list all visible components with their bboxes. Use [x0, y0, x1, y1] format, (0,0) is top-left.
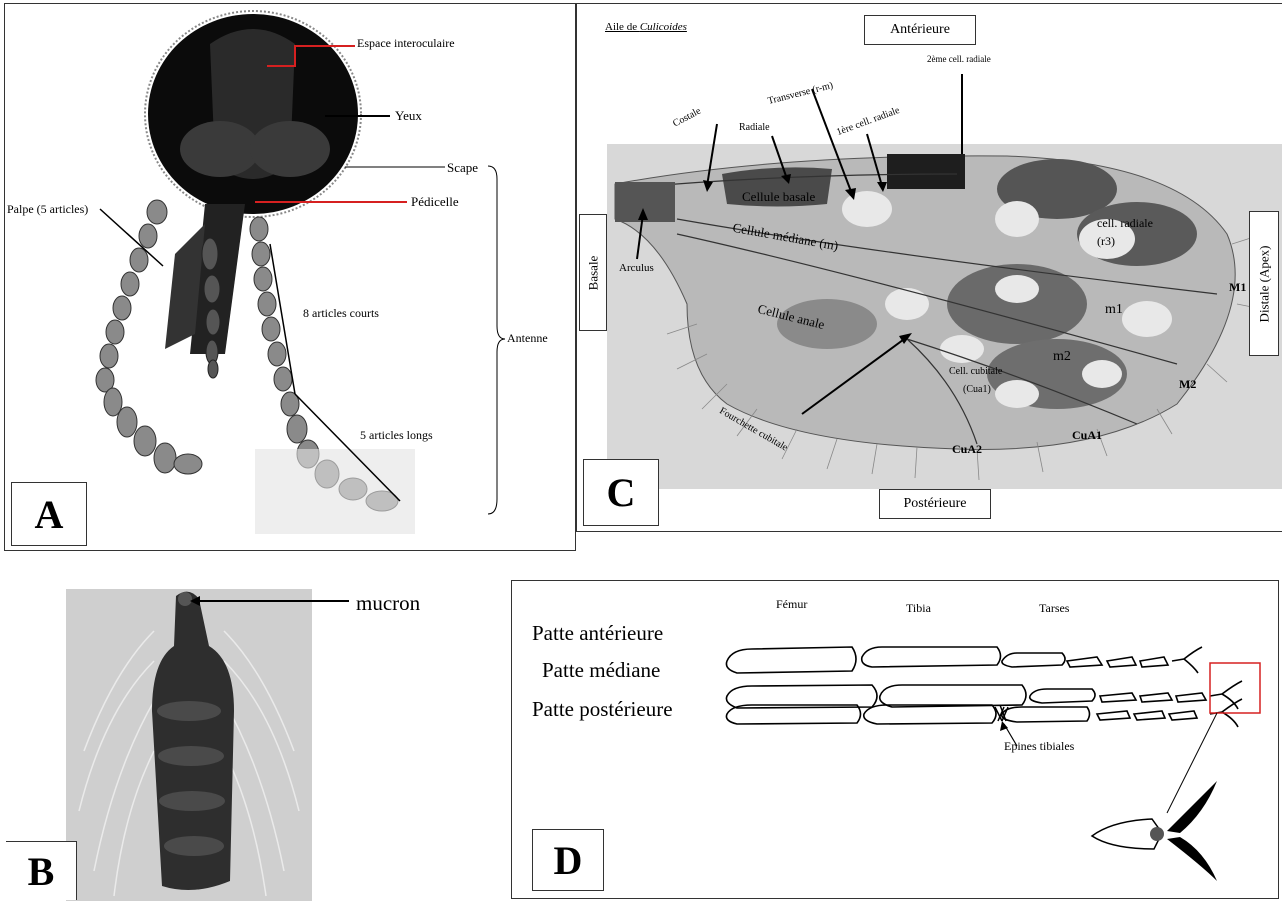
panel-b-pupa-drawing: [4, 551, 504, 901]
panel-d: Fémur Tibia Tarses Patte antérieure Patt…: [511, 580, 1279, 899]
wing-caption-prefix: Aile de: [605, 21, 640, 33]
panel-c-letter: C: [583, 459, 659, 526]
panel-b: mucron B: [4, 551, 504, 901]
label-arculus: Arculus: [619, 262, 654, 274]
panel-b-letter: B: [6, 841, 77, 900]
label-m1-vein: M1: [1229, 280, 1246, 295]
label-radiale: Radiale: [739, 122, 770, 133]
label-palp: Palpe (5 articles): [7, 202, 88, 217]
label-long-segments: 5 articles longs: [360, 428, 433, 443]
label-radial-cell: cell. radiale: [1097, 216, 1153, 231]
label-short-segments: 8 articles courts: [303, 306, 379, 321]
label-second-radial: 2ème cell. radiale: [927, 54, 991, 64]
panel-c-wing-drawing: [577, 4, 1282, 531]
orientation-basal: Basale: [579, 214, 607, 331]
header-femur: Fémur: [776, 597, 807, 612]
label-cua2: CuA2: [952, 442, 982, 457]
label-m2-vein: M2: [1179, 377, 1196, 392]
label-basal-cell: Cellule basale: [742, 189, 815, 205]
label-m2-cell: m2: [1053, 349, 1071, 365]
label-cua1-cell: (Cua1): [963, 384, 991, 395]
header-tibia: Tibia: [906, 601, 931, 616]
label-pedicel: Pédicelle: [411, 194, 459, 210]
label-r3: (r3): [1097, 234, 1115, 249]
label-antenna: Antenne: [507, 331, 548, 346]
label-tibial-spines: Epines tibiales: [1004, 739, 1074, 754]
leg-label-median: Patte médiane: [542, 658, 660, 683]
leg-label-anterior: Patte antérieure: [532, 621, 663, 646]
panel-a-letter: A: [11, 482, 87, 546]
orientation-distal: Distale (Apex): [1249, 211, 1279, 356]
orientation-distal-text: Distale (Apex): [1256, 245, 1272, 322]
header-tarsi: Tarses: [1039, 601, 1069, 616]
panel-c: Aile de Culicoides Antérieure Postérieur…: [576, 3, 1282, 532]
label-eyes: Yeux: [395, 108, 422, 124]
orientation-anterior: Antérieure: [864, 15, 976, 45]
leg-label-posterior: Patte postérieure: [532, 697, 673, 722]
label-cubital-cell: Cell. cubitale: [949, 366, 1002, 377]
label-mucron: mucron: [356, 591, 420, 616]
panel-d-letter: D: [532, 829, 604, 891]
panel-a-head-drawing: [5, 4, 575, 550]
wing-caption: Aile de Culicoides: [605, 21, 687, 33]
wing-caption-genus: Culicoides: [640, 21, 687, 33]
label-interocular: Espace interoculaire: [357, 36, 455, 51]
label-scape: Scape: [447, 160, 478, 176]
panel-a: Espace interoculaire Yeux Scape Pédicell…: [4, 3, 576, 551]
label-cua1: CuA1: [1072, 428, 1102, 443]
label-m1-cell: m1: [1105, 302, 1123, 318]
orientation-posterior: Postérieure: [879, 489, 991, 519]
orientation-basal-text: Basale: [585, 255, 601, 290]
